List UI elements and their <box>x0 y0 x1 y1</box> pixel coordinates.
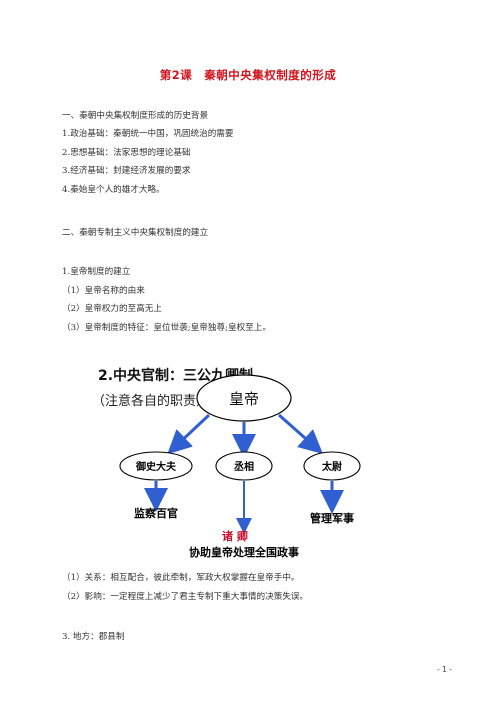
local-system-heading: 3. 地方：郡县制 <box>62 632 125 642</box>
emperor-ellipse <box>196 374 292 422</box>
supervise-officials-label: 监察百官 <box>134 506 178 520</box>
diagram-note: （注意各自的职责） <box>96 393 209 409</box>
arrow-emperor-to-censor <box>167 413 211 455</box>
chancellor-label: 丞相 <box>234 460 254 473</box>
emperor-system-heading: 1.皇帝制度的建立 <box>62 267 131 277</box>
ministers-label: 诸 卿 <box>222 529 248 543</box>
commander-label: 太尉 <box>321 460 342 473</box>
item-economic-basis: 3.经济基础：封建经济发展的要求 <box>62 166 191 176</box>
item-personal-talent: 4.秦始皇个人的雄才大略。 <box>62 185 165 195</box>
relationship-line: （1）关系：相互配合，彼此牵制，军政大权掌握在皇帝手中。 <box>62 573 300 583</box>
section-2-heading: 二、秦朝专制主义中央集权制度的建立 <box>62 228 209 238</box>
central-officials-diagram: 2.中央官制：三公九卿制 （注意各自的职责） 皇帝 御史大夫 丞相 太尉 监察百… <box>96 367 361 559</box>
manage-military-label: 管理军事 <box>310 511 354 525</box>
arrow-emperor-to-commander <box>278 413 323 454</box>
section-1-heading: 一、秦朝中央集权制度形成的历史背景 <box>62 111 209 121</box>
censor-label: 御史大夫 <box>135 460 177 473</box>
lesson-title: 第2课 秦朝中央集权制度的形成 <box>159 68 337 82</box>
commander-ellipse <box>303 451 361 481</box>
assist-emperor-label: 协助皇帝处理全国政事 <box>189 545 299 559</box>
page-number: - 1 - <box>437 665 452 674</box>
censor-ellipse <box>119 451 193 481</box>
emperor-title-origin: （1）皇帝名称的由来 <box>62 286 145 296</box>
emperor-label: 皇帝 <box>229 390 259 408</box>
influence-line: （2）影响：一定程度上减少了君主专制下重大事情的决策失误。 <box>62 592 309 602</box>
emperor-system-features: （3）皇帝制度的特征：皇位世袭;皇帝独尊;皇权至上。 <box>62 323 271 333</box>
item-ideological-basis: 2.思想基础：法家思想的理论基础 <box>62 148 191 158</box>
item-political-basis: 1.政治基础：秦朝统一中国，巩固统治的需要 <box>62 129 234 139</box>
emperor-supreme-power: （2）皇帝权力的至高无上 <box>62 304 162 314</box>
chancellor-ellipse <box>215 451 273 481</box>
